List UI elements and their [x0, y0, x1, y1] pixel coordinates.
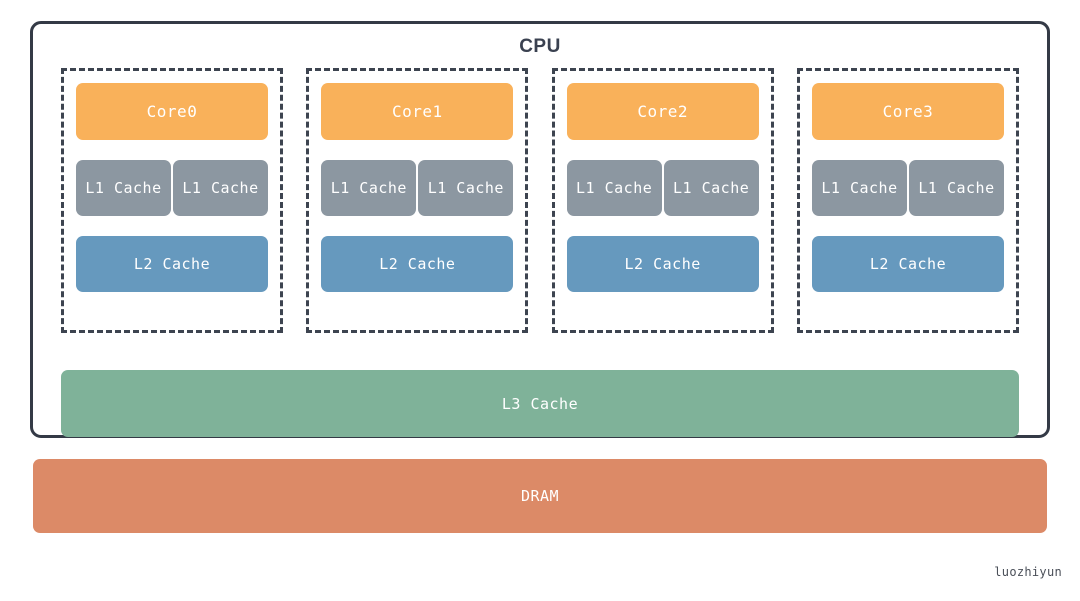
core-box-0: Core0	[76, 83, 268, 140]
l1-cache-box-1-1: L1 Cache	[418, 160, 514, 216]
core-box-3: Core3	[811, 83, 1004, 140]
l2-cache-box-0: L2 Cache	[76, 236, 268, 292]
l2-cache-box-1: L2 Cache	[321, 236, 514, 292]
core-group-2: Core2 L1 Cache L1 Cache L2 Cache	[551, 68, 774, 333]
watermark-label: luozhiyun	[994, 565, 1062, 579]
l1-row-3: L1 Cache L1 Cache	[811, 160, 1004, 216]
l1-cache-box-0-1: L1 Cache	[173, 160, 268, 216]
cpu-title: CPU	[519, 36, 561, 57]
l1-row-0: L1 Cache L1 Cache	[76, 160, 268, 216]
core-box-1: Core1	[321, 83, 514, 140]
l1-row-1: L1 Cache L1 Cache	[321, 160, 514, 216]
l1-cache-box-1-0: L1 Cache	[321, 160, 417, 216]
core-group-1: Core1 L1 Cache L1 Cache L2 Cache	[306, 68, 529, 333]
core-group-0: Core0 L1 Cache L1 Cache L2 Cache	[61, 68, 283, 333]
core-box-2: Core2	[566, 83, 759, 140]
l3-cache-box: L3 Cache	[61, 370, 1019, 437]
l1-cache-box-2-0: L1 Cache	[566, 160, 662, 216]
l1-cache-box-3-0: L1 Cache	[811, 160, 907, 216]
l1-cache-box-0-0: L1 Cache	[76, 160, 171, 216]
cpu-container: CPU Core0 L1 Cache L1 Cache L2 Cache Cor…	[30, 21, 1050, 438]
l1-cache-box-2-1: L1 Cache	[663, 160, 759, 216]
core-group-strip: Core0 L1 Cache L1 Cache L2 Cache Core1 L…	[61, 68, 1019, 333]
l2-cache-box-3: L2 Cache	[811, 236, 1004, 292]
l2-cache-box-2: L2 Cache	[566, 236, 759, 292]
dram-box: DRAM	[33, 459, 1047, 533]
l1-row-2: L1 Cache L1 Cache	[566, 160, 759, 216]
l1-cache-box-3-1: L1 Cache	[908, 160, 1004, 216]
core-group-3: Core3 L1 Cache L1 Cache L2 Cache	[796, 68, 1019, 333]
